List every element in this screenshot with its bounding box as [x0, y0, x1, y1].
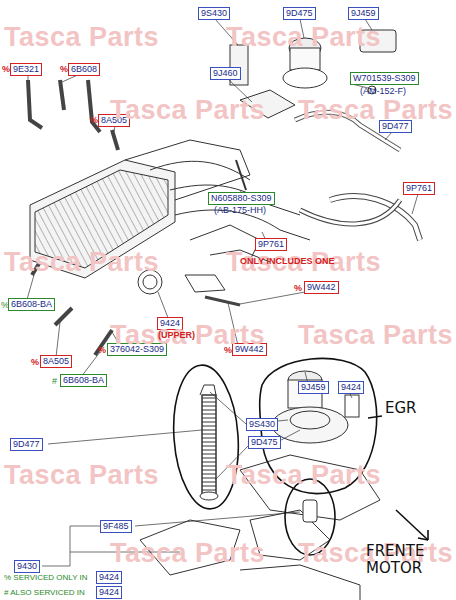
callout-number: 6B608: [71, 64, 97, 74]
callout-box: W701539-S309: [350, 72, 419, 85]
callout-number: 6B608-BA: [63, 375, 104, 385]
callout-number: N605880-S309: [211, 193, 272, 203]
watermark: Tasca Parts: [4, 460, 159, 490]
watermark: Tasca Parts: [110, 95, 265, 125]
note-text: % SERVICED ONLY IN: [4, 572, 88, 583]
service-mark: %: [60, 64, 68, 75]
callout-box: 6B608: [68, 63, 100, 76]
callout-box: 9F485: [100, 520, 132, 533]
service-mark: %: [90, 115, 98, 126]
note-text: (AB-175-HH): [214, 205, 266, 216]
callout-box: 9424: [338, 381, 364, 394]
callout-number: 9S430: [201, 8, 227, 18]
service-mark: %: [98, 345, 106, 356]
callout-number: 9430: [17, 561, 37, 571]
callout-box: 9D477: [10, 438, 43, 451]
handwritten-note: FRENTE MOTOR: [366, 543, 452, 577]
watermark: Tasca Parts: [226, 460, 381, 490]
watermark: Tasca Parts: [4, 247, 159, 277]
callout-box: N605880-S309: [208, 192, 275, 205]
note-text: # ALSO SERVICED IN: [4, 587, 85, 598]
note-text: (UPPER): [158, 330, 195, 341]
callout-number: 9J459: [301, 382, 326, 392]
handwritten-note: EGR: [385, 400, 417, 417]
callout-number: W701539-S309: [353, 73, 416, 83]
watermark: Tasca Parts: [298, 320, 453, 350]
service-mark: %: [224, 345, 232, 356]
callout-number: 9D475: [286, 8, 313, 18]
callout-number: 6B608-BA: [11, 299, 52, 309]
service-mark: %: [294, 283, 302, 294]
watermark: Tasca Parts: [226, 22, 381, 52]
watermark: Tasca Parts: [110, 538, 265, 568]
callout-box: 9P761: [403, 182, 435, 195]
service-mark: #: [52, 376, 57, 387]
callout-box: 8A505: [40, 355, 72, 368]
callout-box: 9D475: [248, 436, 281, 449]
callout-number: 9J459: [351, 8, 376, 18]
callout-number: 9P761: [406, 183, 432, 193]
service-mark: %: [31, 357, 39, 368]
note-text: (AM-152-F): [360, 86, 406, 97]
callout-box: 6B608-BA: [60, 374, 107, 387]
callout-number: 9424: [99, 587, 119, 597]
callout-box: 9424: [96, 586, 122, 599]
callout-number: 9D477: [13, 439, 40, 449]
service-mark: %: [1, 300, 9, 311]
callout-number: 8A505: [43, 356, 69, 366]
watermark: Tasca Parts: [298, 95, 453, 125]
callout-box: 9E321: [10, 63, 42, 76]
callout-number: 9D475: [251, 437, 278, 447]
callout-number: 9E321: [13, 64, 39, 74]
callout-number: 9424: [99, 572, 119, 582]
callout-box: 6B608-BA: [8, 298, 55, 311]
callout-box: 9D475: [283, 7, 316, 20]
callout-number: 9W442: [307, 282, 336, 292]
service-mark: %: [2, 64, 10, 75]
callout-number: 9424: [341, 382, 361, 392]
callout-box: 9S430: [246, 418, 278, 431]
callout-box: 9430: [14, 560, 40, 573]
callout-number: 9S430: [249, 419, 275, 429]
callout-box: 9S430: [198, 7, 230, 20]
note-text: ONLY INCLUDES ONE: [240, 256, 335, 267]
callout-number: 9F485: [103, 521, 129, 531]
callout-number: 9J460: [213, 68, 238, 78]
callout-box: 9J459: [348, 7, 379, 20]
watermark: Tasca Parts: [4, 22, 159, 52]
callout-box: 9J460: [210, 67, 241, 80]
callout-box: 9J459: [298, 381, 329, 394]
callout-box: 9W442: [304, 281, 339, 294]
callout-box: 9424: [96, 571, 122, 584]
